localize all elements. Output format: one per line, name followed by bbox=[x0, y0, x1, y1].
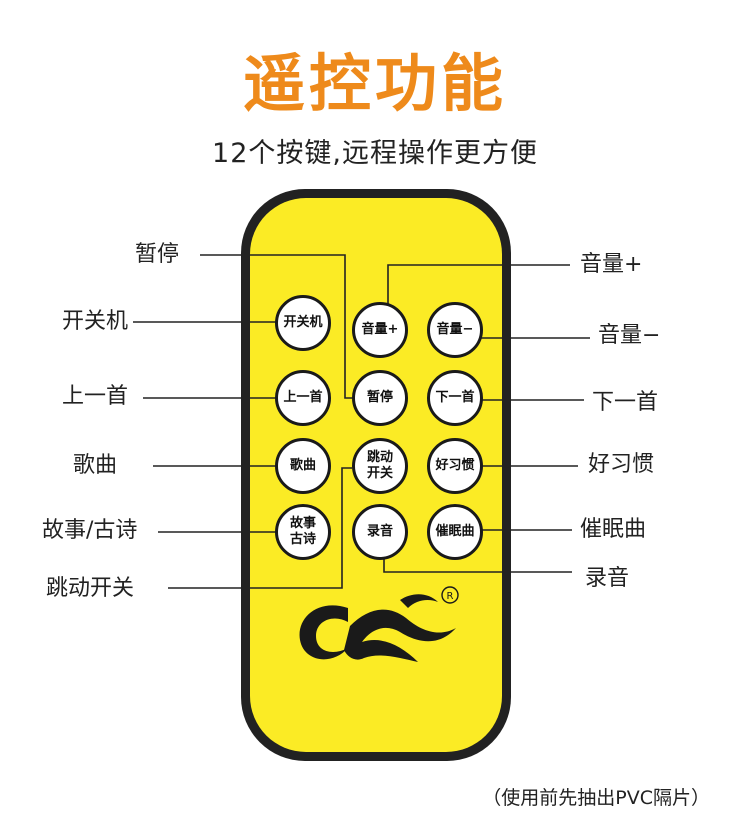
stories-poems-button[interactable]: 故事 古诗 bbox=[275, 504, 331, 560]
leader-line-pause bbox=[200, 254, 352, 399]
volume-down-button[interactable]: 音量− bbox=[427, 302, 483, 358]
volume-up-button[interactable]: 音量+ bbox=[352, 302, 408, 358]
brand-logo: R bbox=[299, 586, 459, 662]
leader-line-record bbox=[383, 558, 572, 573]
jump-switch-button[interactable]: 跳动 开关 bbox=[352, 438, 408, 494]
label-jump-switch: 跳动开关 bbox=[46, 576, 135, 601]
label-previous-track: 上一首 bbox=[62, 384, 129, 409]
power-button[interactable]: 开关机 bbox=[275, 295, 331, 351]
label-pause: 暂停 bbox=[135, 242, 180, 267]
label-volume-down: 音量− bbox=[598, 323, 661, 348]
leader-line-jump bbox=[168, 467, 352, 589]
label-songs: 歌曲 bbox=[73, 453, 118, 478]
label-stories-poems: 故事/古诗 bbox=[42, 518, 138, 543]
next-track-button[interactable]: 下一首 bbox=[427, 370, 483, 426]
previous-track-button[interactable]: 上一首 bbox=[275, 370, 331, 426]
footnote: （使用前先抽出PVC隔片） bbox=[482, 787, 710, 809]
label-power: 开关机 bbox=[62, 309, 129, 334]
label-record: 录音 bbox=[585, 566, 630, 591]
label-good-habits: 好习惯 bbox=[588, 452, 655, 477]
lullaby-button[interactable]: 催眠曲 bbox=[427, 504, 483, 560]
pause-button[interactable]: 暂停 bbox=[352, 370, 408, 426]
svg-text:R: R bbox=[447, 591, 454, 602]
label-volume-up: 音量+ bbox=[580, 252, 643, 277]
good-habits-button[interactable]: 好习惯 bbox=[427, 438, 483, 494]
record-button[interactable]: 录音 bbox=[352, 504, 408, 560]
label-next-track: 下一首 bbox=[592, 390, 659, 415]
page-subtitle: 12个按键,远程操作更方便 bbox=[212, 138, 538, 169]
songs-button[interactable]: 歌曲 bbox=[275, 438, 331, 494]
label-lullaby: 催眠曲 bbox=[580, 517, 647, 542]
page-title: 遥控功能 bbox=[242, 47, 507, 120]
